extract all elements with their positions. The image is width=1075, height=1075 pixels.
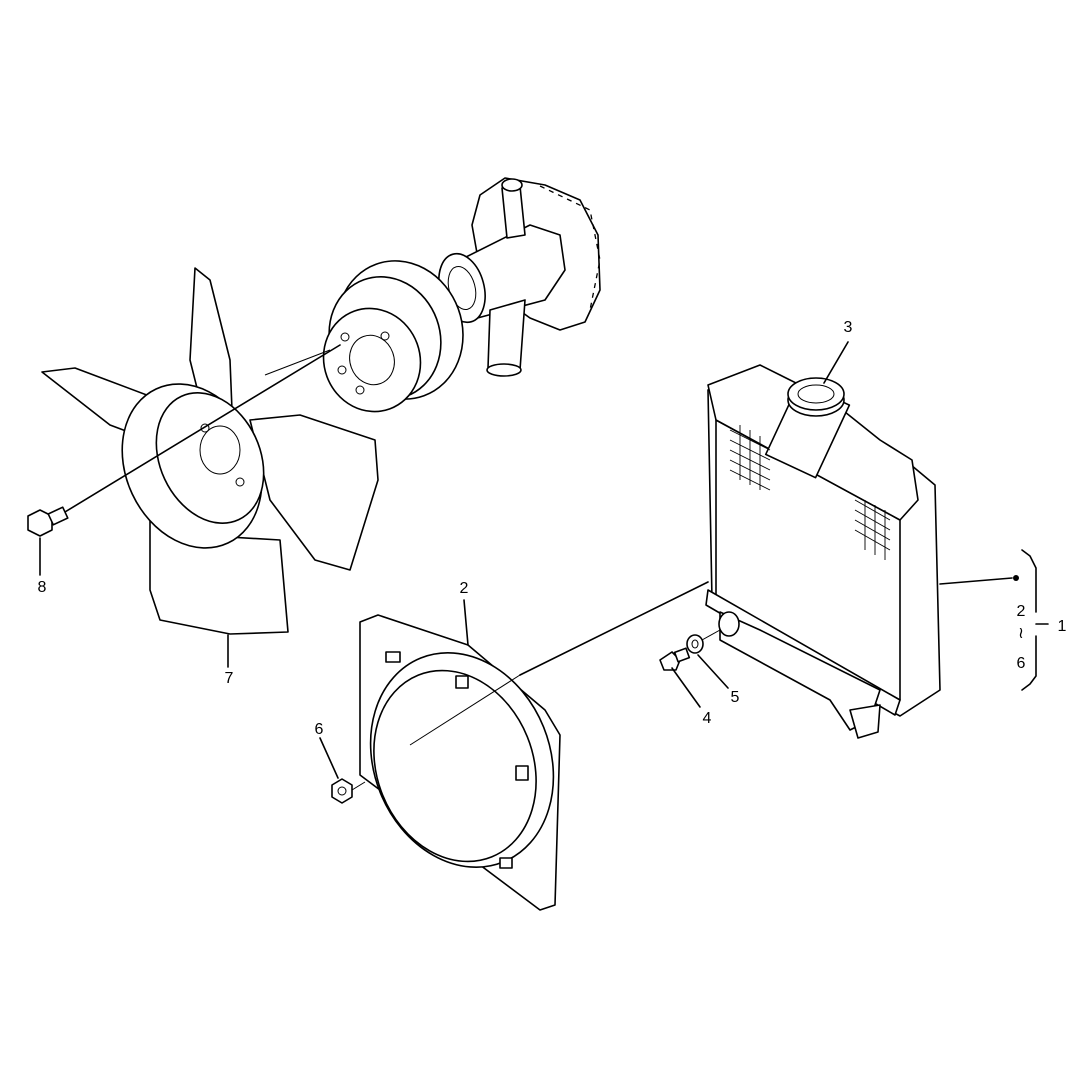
shroud-mount-line bbox=[519, 581, 709, 676]
radiator-cap bbox=[787, 377, 845, 417]
drain-cock bbox=[659, 647, 691, 671]
callout-3: 3 bbox=[844, 319, 853, 336]
drain-axis-line bbox=[701, 629, 721, 641]
callout-2: 2 bbox=[460, 580, 469, 597]
callout-1: 1 bbox=[1058, 618, 1067, 635]
pump-axis-line bbox=[264, 349, 331, 376]
callout-labels: 3 2 8 7 6 4 5 2 ≀ 6 1 bbox=[38, 319, 1067, 738]
fan-pulley bbox=[322, 260, 464, 413]
callout-7: 7 bbox=[225, 670, 234, 687]
bracket-range-mark: ≀ bbox=[1018, 625, 1024, 642]
fan-bolt bbox=[27, 506, 69, 537]
bracket-bottom-label: 6 bbox=[1017, 655, 1026, 672]
radiator bbox=[705, 364, 1019, 739]
radiator-core-hatch bbox=[729, 425, 891, 560]
set-bracket bbox=[1021, 549, 1049, 691]
fan-axis-line bbox=[59, 344, 341, 516]
callout-4: 4 bbox=[703, 710, 712, 727]
bracket-top-label: 2 bbox=[1017, 603, 1026, 620]
callout-6: 6 bbox=[315, 721, 324, 738]
callout-8: 8 bbox=[38, 579, 47, 596]
fan-shroud bbox=[359, 614, 561, 911]
leader-lines bbox=[39, 341, 849, 779]
cooling-fan bbox=[41, 267, 379, 635]
callout-5: 5 bbox=[731, 689, 740, 706]
shroud-nut bbox=[331, 778, 366, 804]
water-pump bbox=[438, 177, 601, 377]
drain-washer bbox=[686, 634, 704, 654]
